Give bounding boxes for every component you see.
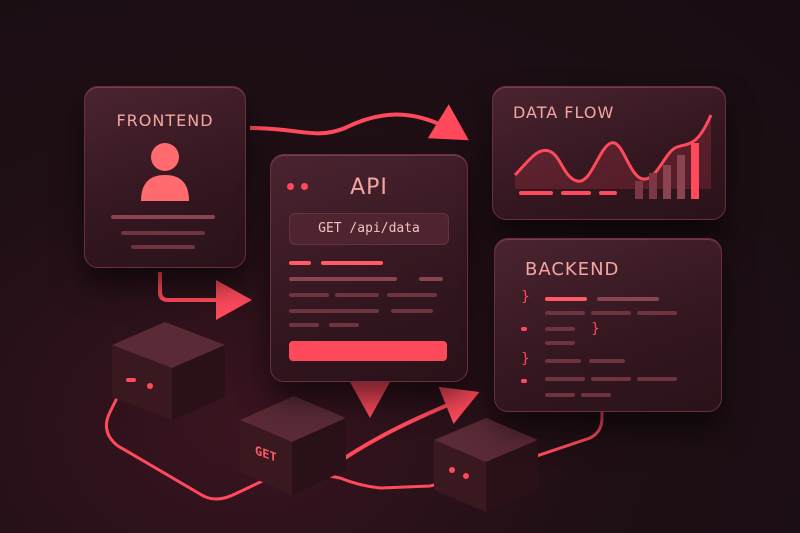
backend-line-1a [545,297,587,301]
api-line-3b [335,293,379,297]
api-line-1b [321,261,383,265]
dataflow-chart [513,114,713,199]
dataflow-bar-1 [635,181,643,199]
api-title: API [350,175,388,200]
backend-line-5b [589,359,625,363]
frontend-line-2 [121,231,205,235]
node-cube-get [240,396,346,495]
dataflow-card[interactable]: DATA FLOW [492,86,726,220]
brace-2: } [591,321,600,337]
brace-dot-2 [521,379,527,383]
backend-card[interactable]: BACKEND } } } [494,238,722,412]
network-loop [104,391,604,501]
api-line-5b [329,323,359,327]
backend-line-4a [545,341,575,345]
backend-line-6b [591,377,631,381]
arrow-frontend-to-dataflow [249,104,469,141]
dataflow-title: DATA FLOW [513,103,615,122]
api-action-button[interactable] [289,341,447,361]
api-request-box: GET /api/data [289,213,449,245]
brace-dot-1 [521,327,527,331]
dataflow-bar-4 [677,155,685,199]
node-cube-3 [434,418,538,512]
user-icon [141,143,189,201]
brace-3: } [521,351,530,367]
dataflow-dash-2 [561,191,591,195]
dataflow-bar-2 [649,173,657,199]
node-cube-1 [112,322,225,420]
frontend-title: FRONTEND [116,111,214,130]
api-line-3c [387,293,437,297]
backend-line-1b [597,297,659,301]
api-request-text: GET /api/data [318,221,420,236]
api-line-4b [391,309,433,313]
backend-line-2b [591,311,631,315]
brace-1: } [521,289,530,305]
backend-line-3a [545,327,575,331]
api-line-2b [419,277,443,281]
backend-line-7a [545,393,575,397]
arrow-frontend-to-api [158,272,252,320]
backend-line-6c [637,377,677,381]
backend-title: BACKEND [525,259,620,280]
window-dot-2 [301,183,308,190]
api-line-5a [289,323,319,327]
frontend-line-1 [111,215,215,219]
dataflow-bar-5 [691,143,699,199]
backend-line-2c [637,311,677,315]
frontend-card[interactable]: FRONTEND [84,86,246,268]
backend-line-7b [581,393,611,397]
api-card[interactable]: API GET /api/data [270,154,468,382]
dataflow-dash-1 [519,191,553,195]
dataflow-line [513,114,713,183]
api-line-1a [289,261,311,265]
frontend-line-3 [131,245,195,249]
backend-line-5a [545,359,581,363]
backend-line-6a [545,377,585,381]
api-line-2a [289,277,397,281]
dataflow-dash-3 [599,191,617,195]
api-line-4a [289,309,379,313]
window-dot-1 [287,183,294,190]
backend-line-2a [545,311,585,315]
api-line-3a [289,293,329,297]
dataflow-bar-3 [663,165,671,199]
